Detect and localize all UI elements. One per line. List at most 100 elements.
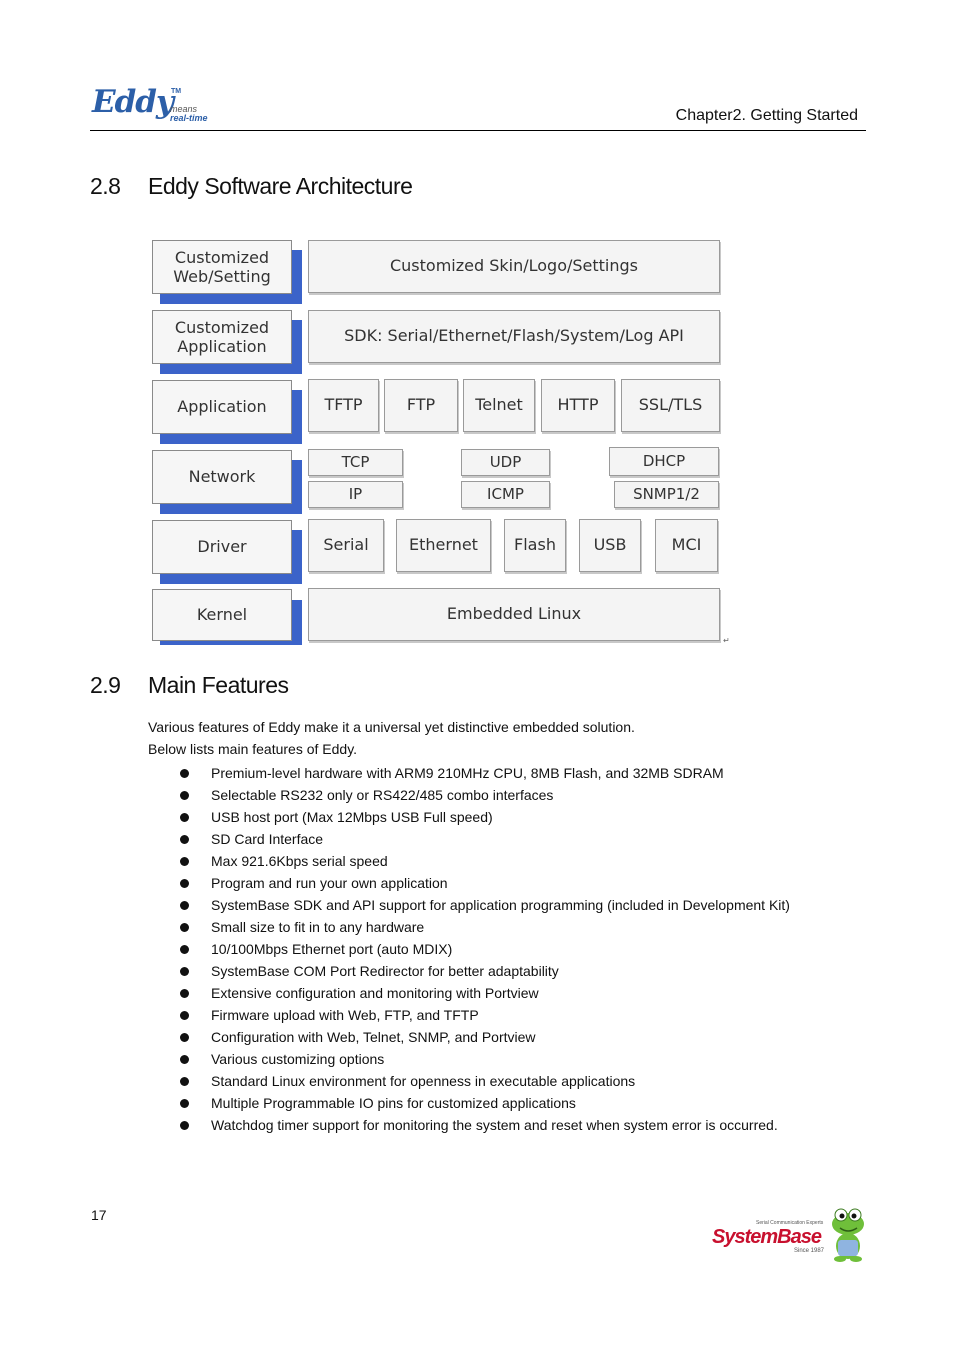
feature-item: Premium-level hardware with ARM9 210MHz … bbox=[180, 762, 790, 784]
component-snmp: SNMP1/2 bbox=[614, 481, 719, 508]
feature-text: 10/100Mbps Ethernet port (auto MDIX) bbox=[211, 941, 453, 957]
feature-item: Firmware upload with Web, FTP, and TFTP bbox=[180, 1004, 790, 1026]
feature-item: Selectable RS232 only or RS422/485 combo… bbox=[180, 784, 790, 806]
feature-text: Premium-level hardware with ARM9 210MHz … bbox=[211, 765, 724, 781]
component-udp: UDP bbox=[461, 449, 550, 476]
feature-item: Max 921.6Kbps serial speed bbox=[180, 850, 790, 872]
layer-driver: Driver bbox=[152, 520, 292, 574]
feature-item: Configuration with Web, Telnet, SNMP, an… bbox=[180, 1026, 790, 1048]
component-ssl-tls: SSL/TLS bbox=[621, 379, 720, 432]
bullet-icon bbox=[180, 922, 189, 932]
logo-means: means bbox=[170, 104, 198, 114]
section-number: 2.9 bbox=[90, 672, 121, 698]
feature-text: Standard Linux environment for openness … bbox=[211, 1073, 636, 1089]
layer-web-setting: Customized Web/Setting bbox=[152, 240, 292, 294]
feature-item: SystemBase SDK and API support for appli… bbox=[180, 894, 790, 916]
section-heading-features: 2.9 Main Features bbox=[90, 672, 289, 699]
component-telnet: Telnet bbox=[463, 379, 535, 432]
bullet-icon bbox=[180, 878, 189, 888]
feature-item: 10/100Mbps Ethernet port (auto MDIX) bbox=[180, 938, 790, 960]
feature-text: Selectable RS232 only or RS422/485 combo… bbox=[211, 787, 554, 803]
frog-mascot-icon bbox=[832, 1208, 864, 1262]
bullet-icon bbox=[180, 944, 189, 954]
feature-item: Multiple Programmable IO pins for custom… bbox=[180, 1092, 790, 1114]
feature-item: Small size to fit in to any hardware bbox=[180, 916, 790, 938]
eddy-logo: Eddy TM means real-time bbox=[92, 84, 222, 128]
section-title: Eddy Software Architecture bbox=[148, 173, 413, 199]
layer-custom-application: Customized Application bbox=[152, 310, 292, 364]
feature-text: USB host port (Max 12Mbps USB Full speed… bbox=[211, 809, 493, 825]
systembase-logo: Serial Communication Experts SystemBase … bbox=[712, 1202, 872, 1264]
section-title: Main Features bbox=[148, 672, 289, 698]
paragraph-mark: ↵ bbox=[723, 636, 730, 645]
logo-trademark: TM bbox=[171, 88, 182, 95]
section-number: 2.8 bbox=[90, 173, 121, 199]
component-serial: Serial bbox=[308, 519, 384, 572]
bullet-icon bbox=[180, 1054, 189, 1064]
feature-text: Watchdog timer support for monitoring th… bbox=[211, 1117, 778, 1133]
feature-text: Max 921.6Kbps serial speed bbox=[211, 853, 388, 869]
feature-item: Standard Linux environment for openness … bbox=[180, 1070, 790, 1092]
bullet-icon bbox=[180, 988, 189, 998]
logo-realtime: real-time bbox=[170, 113, 208, 123]
component-skin-logo-settings: Customized Skin/Logo/Settings bbox=[308, 240, 720, 293]
layer-application: Application bbox=[152, 380, 292, 434]
feature-text: SystemBase COM Port Redirector for bette… bbox=[211, 963, 559, 979]
component-icmp: ICMP bbox=[461, 481, 550, 508]
intro-paragraph: Various features of Eddy make it a unive… bbox=[148, 719, 635, 735]
chapter-title: Chapter2. Getting Started bbox=[675, 107, 858, 124]
component-ip: IP bbox=[308, 481, 403, 508]
bullet-icon bbox=[180, 900, 189, 910]
feature-text: Extensive configuration and monitoring w… bbox=[211, 985, 539, 1001]
bullet-icon bbox=[180, 856, 189, 866]
component-flash: Flash bbox=[504, 519, 566, 572]
feature-item: Various customizing options bbox=[180, 1048, 790, 1070]
feature-text: SD Card Interface bbox=[211, 831, 324, 847]
brand-name: SystemBase bbox=[712, 1226, 822, 1248]
architecture-diagram: Customized Web/Setting Customized Skin/L… bbox=[150, 238, 740, 648]
brand-since: Since 1987 bbox=[794, 1248, 825, 1254]
feature-item: Program and run your own application bbox=[180, 872, 790, 894]
component-tcp: TCP bbox=[308, 449, 403, 476]
bullet-icon bbox=[180, 966, 189, 976]
layer-network: Network bbox=[152, 450, 292, 504]
feature-text: Multiple Programmable IO pins for custom… bbox=[211, 1095, 576, 1111]
feature-text: SystemBase SDK and API support for appli… bbox=[211, 897, 790, 913]
header-divider bbox=[90, 130, 866, 131]
logo-wordmark: Eddy bbox=[92, 84, 174, 120]
page-number: 17 bbox=[91, 1207, 107, 1223]
component-embedded-linux: Embedded Linux bbox=[308, 588, 720, 641]
feature-text: Program and run your own application bbox=[211, 875, 448, 891]
feature-item: Watchdog timer support for monitoring th… bbox=[180, 1114, 790, 1136]
bullet-icon bbox=[180, 1032, 189, 1042]
component-ftp: FTP bbox=[384, 379, 458, 432]
feature-text: Small size to fit in to any hardware bbox=[211, 919, 425, 935]
component-tftp: TFTP bbox=[308, 379, 379, 432]
feature-text: Configuration with Web, Telnet, SNMP, an… bbox=[211, 1029, 536, 1045]
feature-list: Premium-level hardware with ARM9 210MHz … bbox=[180, 762, 790, 1136]
feature-item: USB host port (Max 12Mbps USB Full speed… bbox=[180, 806, 790, 828]
component-dhcp: DHCP bbox=[609, 447, 719, 476]
component-mci: MCI bbox=[655, 519, 718, 572]
bullet-icon bbox=[180, 790, 189, 800]
bullet-icon bbox=[180, 768, 189, 778]
component-sdk-api: SDK: Serial/Ethernet/Flash/System/Log AP… bbox=[308, 310, 720, 363]
component-http: HTTP bbox=[541, 379, 615, 432]
bullet-icon bbox=[180, 1010, 189, 1020]
bullet-icon bbox=[180, 812, 189, 822]
feature-text: Firmware upload with Web, FTP, and TFTP bbox=[211, 1007, 479, 1023]
bullet-icon bbox=[180, 1120, 189, 1130]
layer-kernel: Kernel bbox=[152, 589, 292, 641]
feature-item: SD Card Interface bbox=[180, 828, 790, 850]
bullet-icon bbox=[180, 1076, 189, 1086]
feature-item: Extensive configuration and monitoring w… bbox=[180, 982, 790, 1004]
component-usb: USB bbox=[579, 519, 641, 572]
brand-tagline: Serial Communication Experts bbox=[756, 1220, 824, 1226]
feature-text: Various customizing options bbox=[211, 1051, 385, 1067]
section-heading-architecture: 2.8 Eddy Software Architecture bbox=[90, 173, 413, 200]
intro-paragraph: Below lists main features of Eddy. bbox=[148, 741, 358, 757]
component-ethernet: Ethernet bbox=[396, 519, 491, 572]
bullet-icon bbox=[180, 834, 189, 844]
feature-item: SystemBase COM Port Redirector for bette… bbox=[180, 960, 790, 982]
bullet-icon bbox=[180, 1098, 189, 1108]
